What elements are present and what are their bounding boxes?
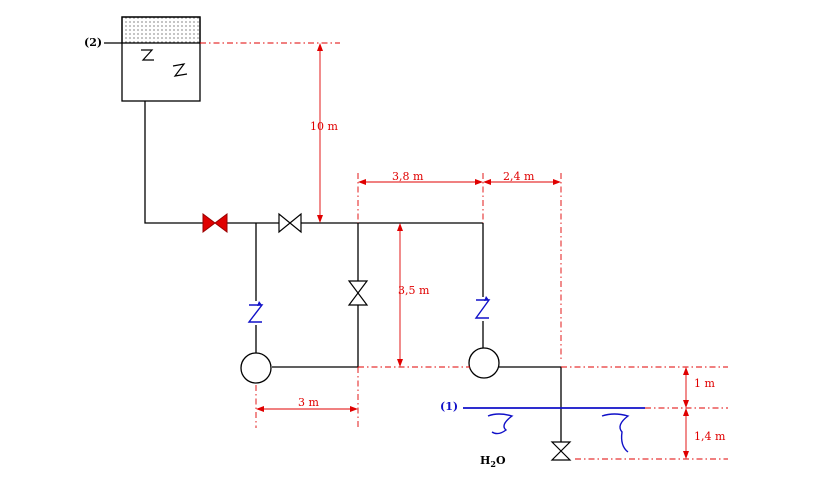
gate-valve-icon xyxy=(347,280,369,306)
dim-arrow-right xyxy=(475,179,483,185)
water-formula-h: H xyxy=(480,454,490,467)
dim-suction-depth: 1,4 m xyxy=(683,408,726,459)
bypass-valve[interactable] xyxy=(347,280,369,306)
tank-water-mark-1 xyxy=(141,49,154,61)
dim-arrow-down xyxy=(397,359,403,367)
dim-arrow-up xyxy=(397,223,403,231)
gate-valve-icon xyxy=(202,213,228,233)
dim-label: 2,4 m xyxy=(503,170,535,183)
tank-water-mark-2 xyxy=(172,63,188,77)
dimension-lines xyxy=(200,42,728,460)
dim-pipe-right-1: 3,8 m xyxy=(358,170,483,185)
dim-label: 10 m xyxy=(310,120,338,133)
water-wave-1 xyxy=(487,413,514,435)
header-valve[interactable] xyxy=(278,212,302,234)
dim-arrow-down xyxy=(317,215,323,223)
dim-arrow-down xyxy=(683,451,689,459)
piping xyxy=(144,101,562,442)
dim-arrow-left xyxy=(483,179,491,185)
dim-arrow-down xyxy=(683,400,689,408)
water-formula-sub: 2 xyxy=(490,459,496,469)
tank-air-space xyxy=(121,16,201,44)
lower-reservoir: (1) H2O xyxy=(440,400,645,469)
check-valve-left xyxy=(247,301,264,323)
dim-label: 3,8 m xyxy=(392,170,424,183)
bypass-pipe-lower xyxy=(272,305,359,368)
water-formula: H2O xyxy=(480,454,506,469)
dim-label: 3,5 m xyxy=(398,284,430,297)
foot-valve-icon xyxy=(550,441,572,461)
dim-pump-spacing: 3 m xyxy=(256,396,358,412)
dim-label: 1,4 m xyxy=(694,430,726,443)
water-wave-2 xyxy=(601,413,630,453)
tank-label: (2) xyxy=(84,36,102,49)
foot-valve xyxy=(550,441,572,461)
downcomer-pipe xyxy=(144,101,203,224)
dim-arrow-right xyxy=(553,179,561,185)
dim-arrow-left xyxy=(256,406,264,412)
dim-arrow-up xyxy=(683,408,689,416)
check-valve-icon xyxy=(474,299,491,319)
dim-arrow-up xyxy=(317,43,323,51)
gate-valve-icon xyxy=(278,212,302,234)
check-valve-icon xyxy=(247,304,264,323)
dim-arrow-left xyxy=(358,179,366,185)
pump-icon xyxy=(468,347,500,379)
upper-tank: (2) xyxy=(84,16,201,102)
dim-pump-above-water: 1 m xyxy=(683,367,715,408)
dim-riser-height: 3,5 m xyxy=(397,223,430,367)
check-valve-arrow xyxy=(257,301,262,306)
water-formula-o: O xyxy=(496,454,506,467)
dim-arrow-right xyxy=(350,406,358,412)
closed-valve[interactable] xyxy=(202,213,228,233)
reservoir-label: (1) xyxy=(440,400,458,413)
dim-label: 3 m xyxy=(298,396,319,409)
check-valve-arrow xyxy=(484,296,489,301)
dim-pipe-right-2: 2,4 m xyxy=(483,170,561,185)
dim-tank-height: 10 m xyxy=(310,43,338,223)
pump-icon xyxy=(240,352,272,384)
dim-arrow-up xyxy=(683,367,689,375)
dim-label: 1 m xyxy=(694,377,715,390)
suction-pipe xyxy=(499,366,562,442)
check-valve-right xyxy=(474,296,491,319)
